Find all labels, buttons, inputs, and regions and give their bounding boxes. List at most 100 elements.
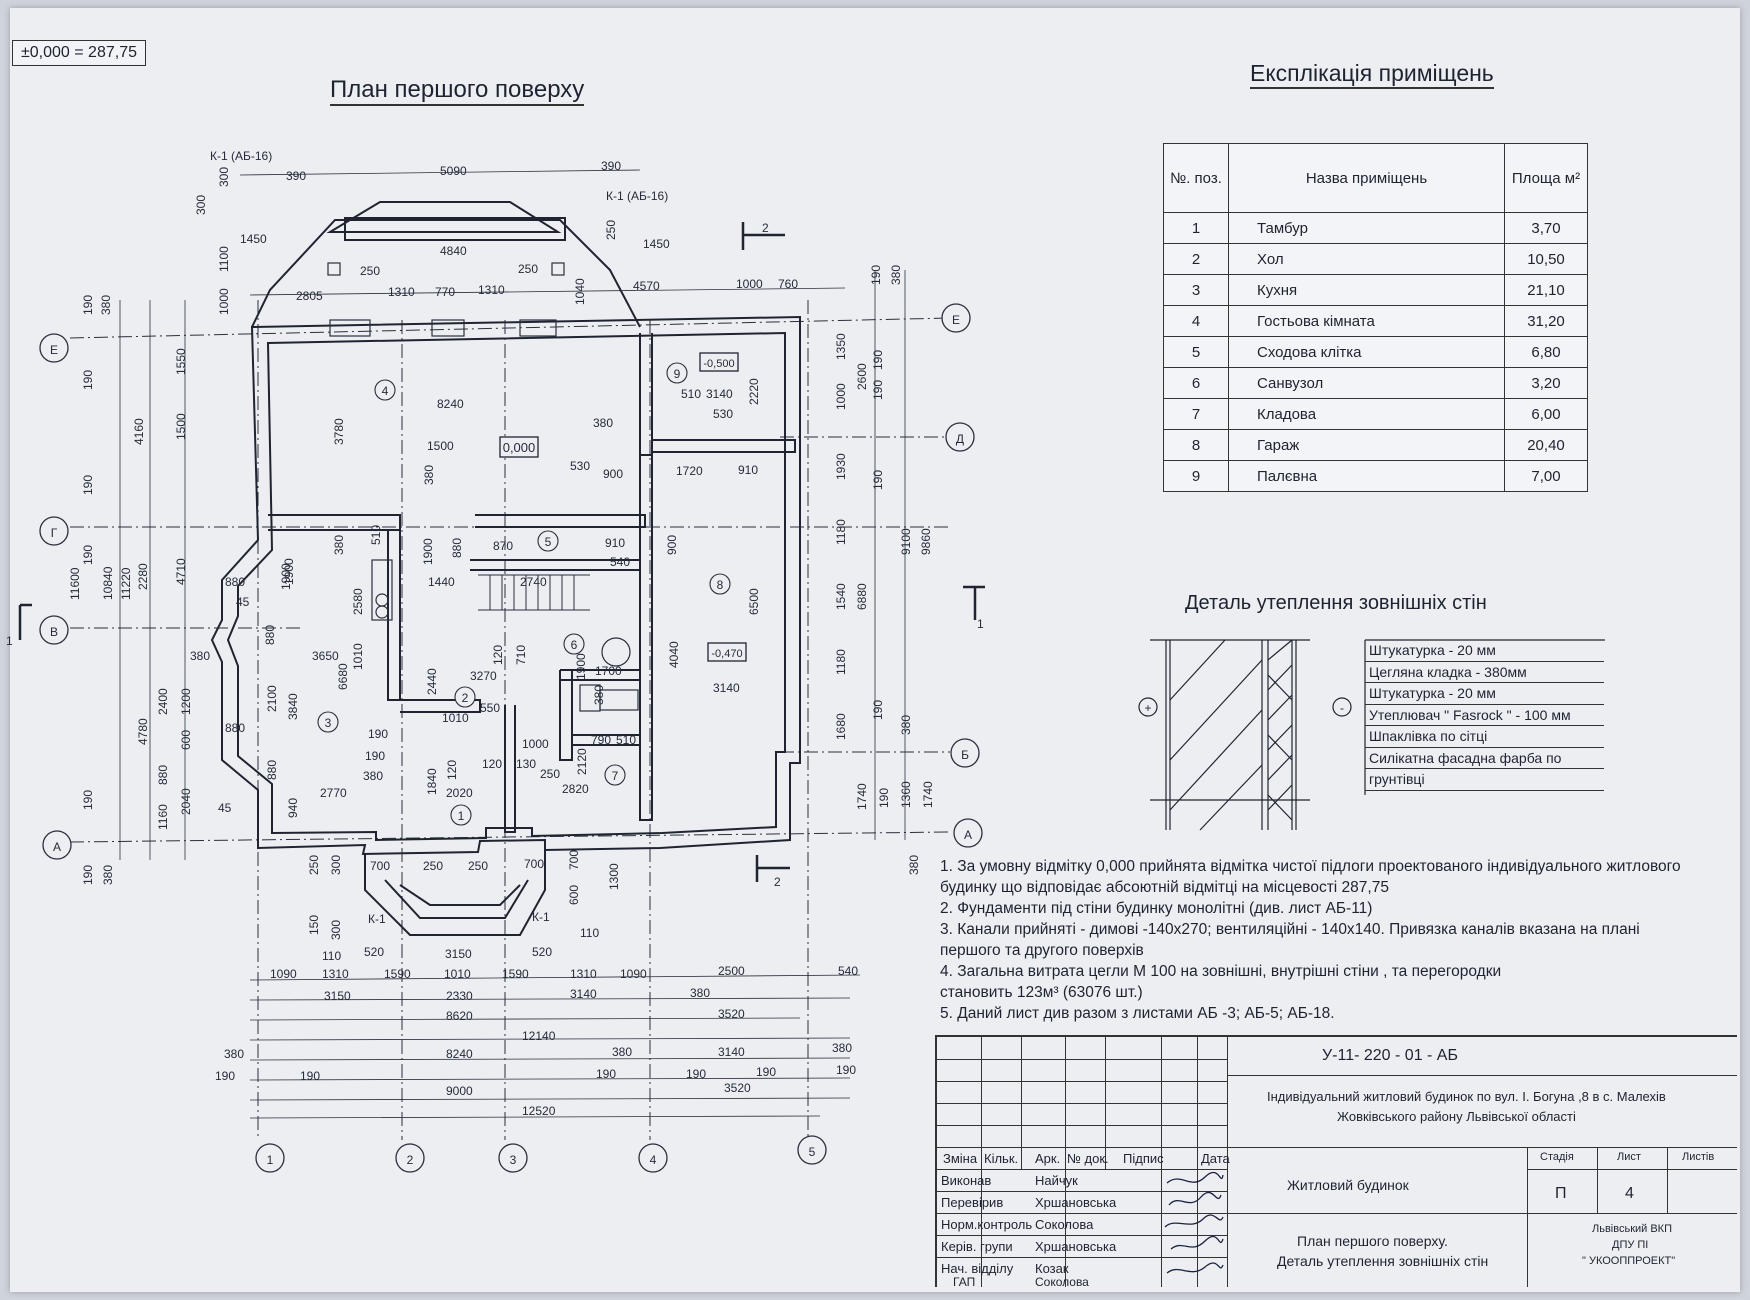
dim: 250 xyxy=(468,859,488,873)
axis-5: 5 xyxy=(809,1145,816,1159)
cell-name: Палєвна xyxy=(1228,460,1505,492)
dim: 45 xyxy=(218,801,232,815)
stage-value: П xyxy=(1555,1185,1567,1202)
dim: 1300 xyxy=(607,863,621,890)
dim: 1360 xyxy=(899,781,913,808)
section-1-right: 1 xyxy=(977,617,984,631)
axis-a-right: А xyxy=(964,828,972,842)
dim: 4570 xyxy=(633,279,660,293)
dim: 390 xyxy=(286,169,306,183)
note-line: становить 123м³ (63076 шт.) xyxy=(940,984,1143,1001)
cell-name: Кухня xyxy=(1228,274,1505,306)
cell-area: 3,20 xyxy=(1504,367,1588,399)
dim: 380 xyxy=(332,535,346,555)
dim: 380 xyxy=(889,265,903,285)
dim: 550 xyxy=(480,701,500,715)
sheet-title-2: Деталь утеплення зовнішніх стін xyxy=(1277,1253,1489,1269)
note-line: будинку що відповідає абсоютній відмітці… xyxy=(940,879,1389,896)
dim: 540 xyxy=(838,964,858,978)
layer-label: Штукатурка - 20 мм xyxy=(1365,683,1604,705)
room-4-mark: 4 xyxy=(382,384,389,398)
col-header-name: Назва приміщень xyxy=(1228,143,1505,213)
project-line-1: Індивідуальний житловий будинок по вул. … xyxy=(1267,1089,1666,1104)
dim: 530 xyxy=(570,459,590,473)
dim: 510 xyxy=(616,733,636,747)
dim: 190 xyxy=(81,475,95,495)
section-2-bottom: 2 xyxy=(774,875,781,889)
dim: 880 xyxy=(265,760,279,780)
dim: 880 xyxy=(225,721,245,735)
drawing-code: У-11- 220 - 01 - АБ xyxy=(1322,1047,1458,1064)
note-line: першого та другого поверхів xyxy=(940,942,1144,959)
plan-title: План першого поверху xyxy=(330,76,585,106)
dim: 1540 xyxy=(834,583,848,610)
cell-area: 10,50 xyxy=(1504,243,1588,275)
dim: 300 xyxy=(329,855,343,875)
staff-name: Соколова xyxy=(1035,1275,1089,1289)
cell-area: 6,00 xyxy=(1504,398,1588,430)
dim: 380 xyxy=(690,986,710,1000)
dim: 1500 xyxy=(427,439,454,453)
dim: 380 xyxy=(101,865,115,885)
cell-area: 31,20 xyxy=(1504,305,1588,337)
dim: 110 xyxy=(580,926,599,940)
dim: 11220 xyxy=(119,567,133,600)
section-1-left: 1 xyxy=(6,634,13,648)
dim: 1090 xyxy=(620,967,647,981)
dim: 380 xyxy=(832,1041,852,1055)
dim: 190 xyxy=(300,1069,320,1083)
dim: 2805 xyxy=(296,289,323,303)
dim: 300 xyxy=(194,195,208,215)
dim: 1000 xyxy=(736,277,763,291)
org-line-1: Львівський ВКП xyxy=(1592,1223,1672,1235)
dim: 190 xyxy=(871,350,885,370)
dim: 190 xyxy=(81,370,95,390)
dim: 250 xyxy=(604,220,618,240)
k1-label-porch-right: К-1 xyxy=(532,910,550,924)
dim: 3150 xyxy=(324,989,351,1003)
dim: 910 xyxy=(605,536,625,550)
room-1-mark: 1 xyxy=(458,809,465,823)
dim: 1840 xyxy=(425,768,439,795)
dim: 300 xyxy=(217,167,231,187)
dim: 190 xyxy=(81,790,95,810)
project-line-2: Жовківського району Львівської області xyxy=(1337,1109,1576,1124)
cell-name: Гараж xyxy=(1228,429,1505,461)
dim: 300 xyxy=(329,920,343,940)
header-change: Зміна xyxy=(943,1151,978,1166)
detail-title: Деталь утеплення зовнішніх стін xyxy=(1185,592,1487,614)
dim: 380 xyxy=(422,465,436,485)
dim: 10840 xyxy=(101,566,115,600)
dim: 1680 xyxy=(834,713,848,740)
axis-3: 3 xyxy=(510,1153,517,1167)
axis-d-right: Д xyxy=(956,432,964,446)
cell-name: Сходова клітка xyxy=(1228,336,1505,368)
dim: 2400 xyxy=(156,688,170,715)
dim: 1040 xyxy=(573,278,587,305)
dim: 120 xyxy=(491,645,505,665)
dim: 250 xyxy=(518,262,538,276)
dim: 1500 xyxy=(174,413,188,440)
dim: 1590 xyxy=(384,967,411,981)
sheet-value: 4 xyxy=(1625,1185,1634,1202)
dim: 3140 xyxy=(706,387,733,401)
dim: 520 xyxy=(364,945,384,959)
dim: 1590 xyxy=(502,967,529,981)
dim: 380 xyxy=(907,855,921,875)
dim: 3140 xyxy=(713,681,740,695)
dim: 4840 xyxy=(440,244,467,258)
dim: 190 xyxy=(368,727,388,741)
dim: 3140 xyxy=(718,1045,745,1059)
org-line-3: " УКООППРОЕКТ" xyxy=(1582,1255,1676,1267)
dim: 770 xyxy=(435,285,455,299)
cell-num: 7 xyxy=(1163,398,1229,430)
dim: 1900 xyxy=(421,538,435,565)
axis-a-left: А xyxy=(53,840,61,854)
layer-label: Цегляна кладка - 380мм xyxy=(1365,662,1604,683)
axis-2: 2 xyxy=(407,1153,414,1167)
dim: 880 xyxy=(225,575,245,589)
